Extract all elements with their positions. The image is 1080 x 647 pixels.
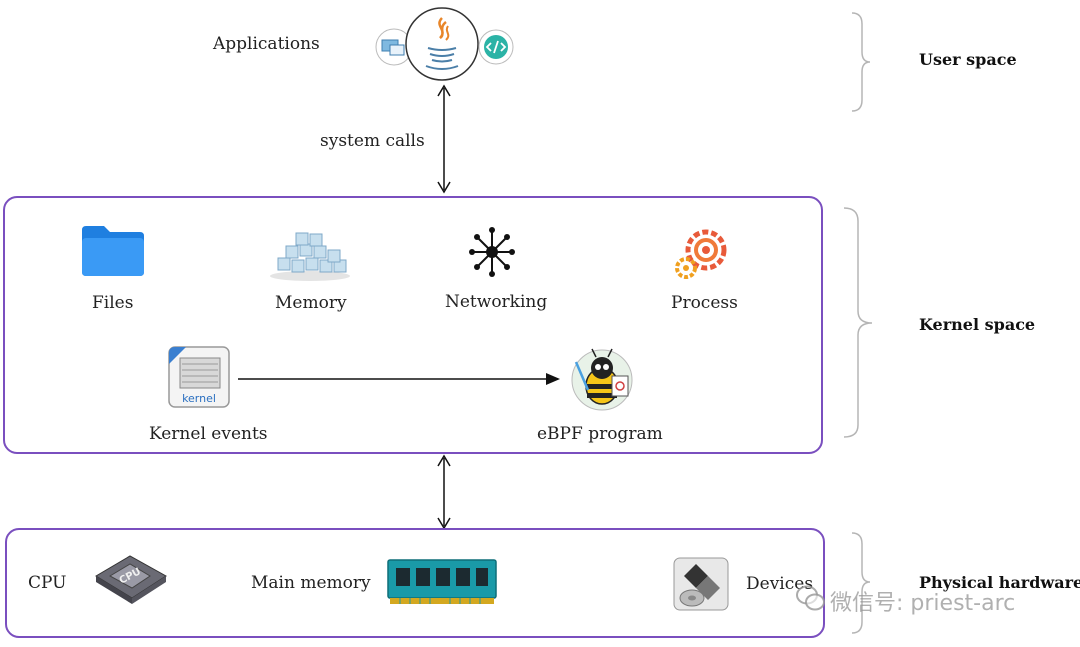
applications-icon-group [375, 7, 514, 81]
ram-stick-icon [387, 559, 497, 604]
code-icon [478, 29, 514, 65]
java-icon [405, 7, 479, 81]
process-gears-icon [675, 229, 727, 279]
hardware-box [5, 528, 825, 638]
memory-label: Memory [275, 293, 347, 313]
physical-hardware-label: Physical hardware [919, 573, 1080, 592]
kernel-to-ebpf-arrow [238, 373, 560, 385]
files-label: Files [92, 293, 134, 313]
watermark-text: 微信号: priest-arc [830, 591, 1016, 616]
system-calls-arrow [437, 84, 451, 194]
cpu-label: CPU [28, 573, 67, 593]
kernel-space-box [3, 196, 823, 454]
ebpf-program-label: eBPF program [537, 424, 663, 444]
cpu-chip-icon: CPU [95, 555, 167, 604]
main-memory-label: Main memory [251, 573, 371, 593]
hardware-bracket [851, 532, 871, 634]
networking-label: Networking [445, 292, 548, 312]
system-calls-label: system calls [320, 131, 425, 151]
memory-cubes-icon [270, 232, 350, 281]
folder-icon [82, 226, 144, 276]
devices-icon [673, 557, 729, 611]
user-space-label: User space [919, 50, 1017, 69]
kernel-space-label: Kernel space [919, 315, 1036, 334]
network-hub-icon [469, 227, 515, 277]
user-space-bracket [851, 12, 871, 112]
devices-label: Devices [746, 574, 814, 594]
kernel-hardware-arrow [437, 454, 451, 530]
process-label: Process [671, 293, 738, 313]
kernel-events-label: Kernel events [149, 424, 268, 444]
kernel-space-bracket [843, 207, 873, 438]
kernel-chip-icon: kernel [168, 346, 230, 408]
applications-label: Applications [213, 34, 320, 54]
wechat-icon [796, 585, 825, 611]
kernel-chip-text: kernel [182, 392, 216, 405]
ebpf-bee-icon [571, 348, 633, 411]
